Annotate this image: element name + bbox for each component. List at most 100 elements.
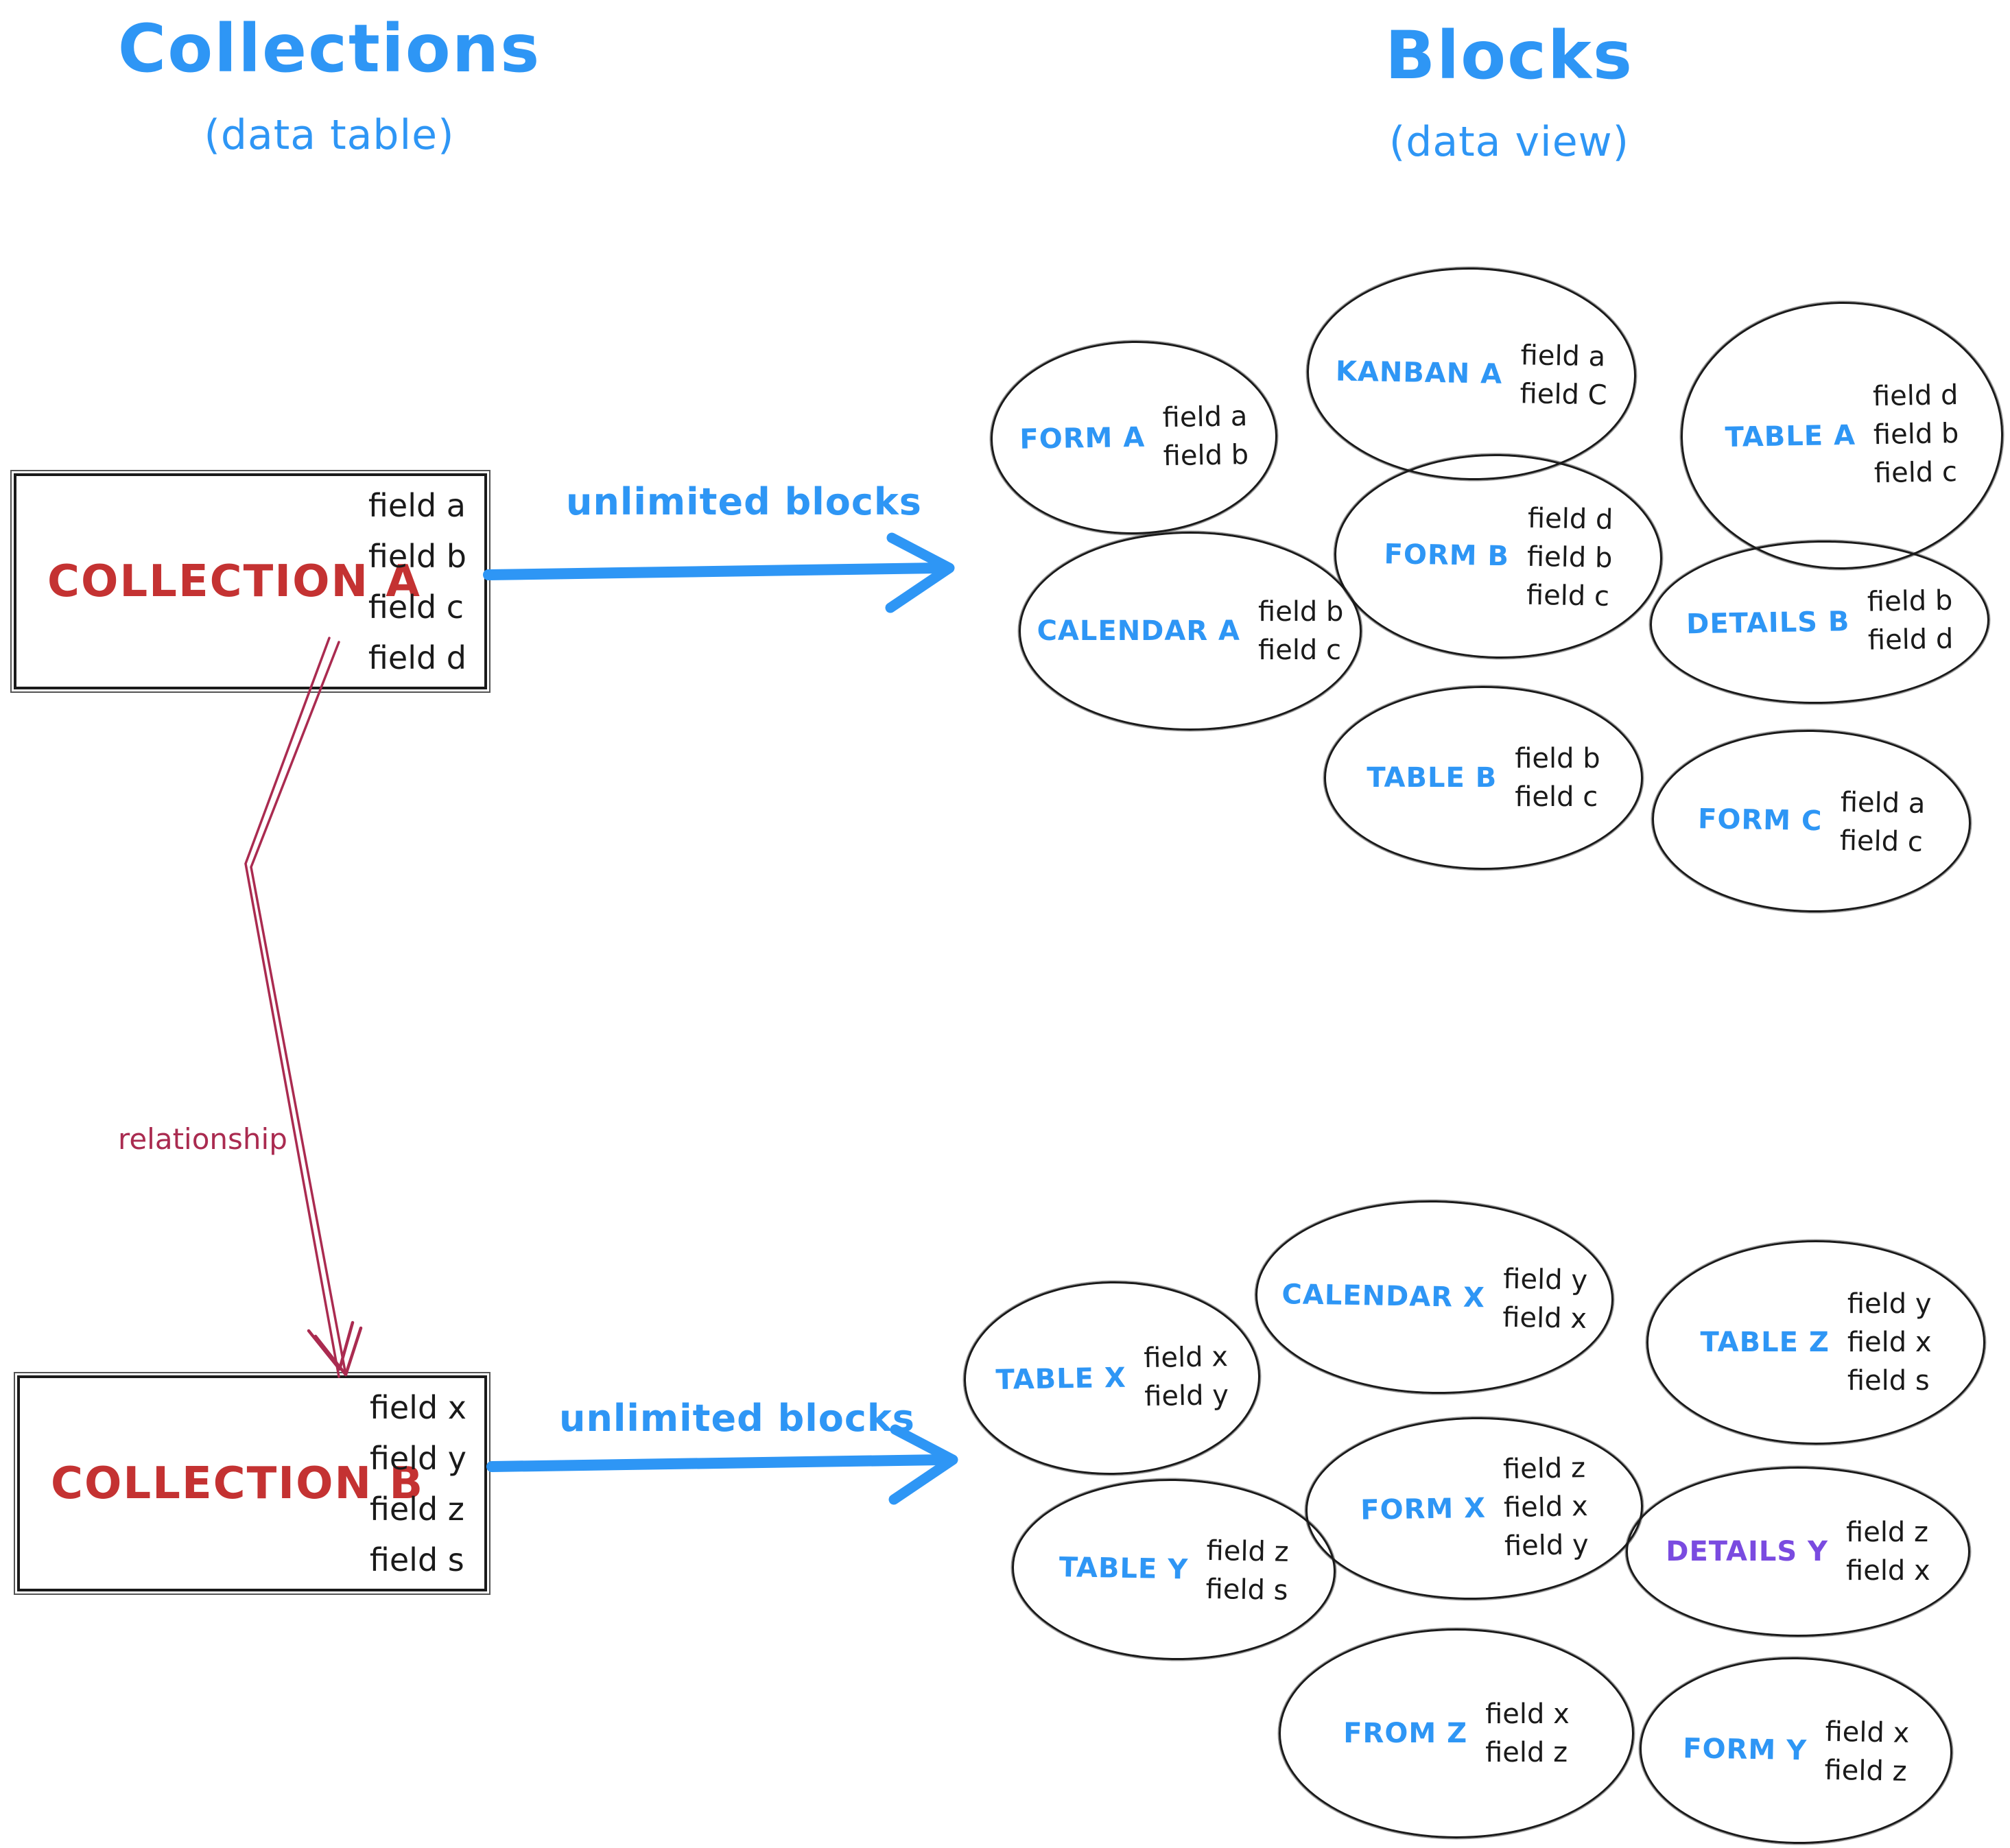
block-fields: field x field z (1824, 1716, 1909, 1788)
block-field: field b (1163, 439, 1249, 473)
block-fields: field y field x field s (1847, 1288, 1932, 1397)
block-form-c: FORM C field a field c (1650, 726, 1973, 916)
block-kanban-a: KANBAN A field a field C (1305, 264, 1638, 484)
block-field: field c (1515, 781, 1598, 813)
unlimited-blocks-label-b: unlimited blocks (559, 1397, 915, 1440)
block-table-x: TABLE X field x field y (962, 1279, 1262, 1478)
block-label: FORM B (1384, 538, 1510, 573)
block-label: FROM Z (1343, 1718, 1468, 1749)
block-field: field b (1873, 418, 1959, 451)
block-field: field b (1867, 584, 1953, 618)
collection-b-box: COLLECTION B field x field y field z fie… (14, 1372, 490, 1595)
block-field: field c (1526, 579, 1610, 613)
block-label: DETAILS Y (1666, 1536, 1829, 1567)
block-label: KANBAN A (1335, 355, 1503, 390)
block-fields: field b field c (1258, 596, 1343, 666)
block-fields: field a field b (1162, 401, 1249, 472)
block-fields: field a field C (1520, 340, 1608, 411)
unlimited-blocks-label-a: unlimited blocks (566, 480, 922, 523)
block-fields: field x field z (1485, 1698, 1570, 1768)
block-fields: field b field c (1515, 743, 1600, 813)
block-field: field c (1258, 635, 1342, 666)
block-field: field d (1872, 379, 1959, 413)
block-label: FORM C (1697, 803, 1823, 838)
block-table-z: TABLE Z field y field x field s (1646, 1240, 1985, 1445)
collection-a-name: COLLECTION A (47, 556, 421, 607)
block-fields: field b field d (1867, 585, 1954, 656)
block-field: field z (1206, 1535, 1290, 1568)
block-field: field z (1824, 1754, 1907, 1788)
block-fields: field x field y (1144, 1341, 1229, 1412)
block-field: field x (1825, 1716, 1910, 1749)
block-calendar-x: CALENDAR X field y field x (1253, 1197, 1616, 1397)
block-field: field c (1839, 825, 1924, 858)
block-field: field a (1162, 401, 1248, 434)
block-table-y: TABLE Y field z field s (1010, 1476, 1338, 1663)
collection-a-field: field b (368, 537, 466, 575)
block-fields: field d field b field c (1873, 379, 1960, 489)
block-field: field y (1847, 1288, 1932, 1320)
relationship-label: relationship (118, 1122, 287, 1156)
block-field: field z (1502, 1452, 1586, 1486)
block-label: TABLE X (995, 1362, 1127, 1396)
block-fields: field z field x (1846, 1517, 1930, 1587)
block-label: CALENDAR A (1037, 615, 1241, 647)
block-label: TABLE A (1725, 419, 1856, 453)
block-field: field a (1520, 340, 1606, 373)
block-fields: field d field b field c (1526, 503, 1613, 613)
block-field: field x (1847, 1327, 1932, 1358)
block-label: FORM Y (1682, 1733, 1808, 1767)
block-field: field y (1502, 1263, 1588, 1296)
unlimited-blocks-arrow-b-icon (486, 1424, 958, 1505)
block-field: field y (1144, 1379, 1229, 1413)
collection-a-field: field c (368, 588, 464, 626)
block-label: TABLE Z (1700, 1327, 1830, 1358)
collections-subtitle: (data table) (204, 111, 455, 159)
block-details-y: DETAILS Y field z field x (1626, 1467, 1970, 1637)
blocks-subtitle: (data view) (1388, 118, 1630, 166)
block-field: field c (1873, 456, 1958, 490)
block-label: FORM X (1360, 1492, 1487, 1526)
block-field: field d (1527, 502, 1613, 536)
block-table-a: TABLE A field d field b field c (1678, 298, 2006, 573)
block-label: FORM A (1019, 421, 1146, 455)
collection-b-field: field x (369, 1388, 466, 1426)
block-field: field x (1143, 1341, 1229, 1375)
block-label: CALENDAR X (1281, 1279, 1486, 1314)
collection-a-field: field d (368, 639, 466, 676)
block-label: DETAILS B (1686, 606, 1850, 641)
block-field: field a (1840, 786, 1926, 820)
collection-b-fields: field x field y field z field s (370, 1389, 466, 1578)
block-fields: field z field s (1205, 1535, 1289, 1607)
block-field: field d (1867, 623, 1954, 656)
block-field: field b (1515, 743, 1600, 774)
block-label: TABLE Y (1059, 1552, 1189, 1586)
block-field: field z (1846, 1517, 1929, 1548)
block-field: field C (1520, 378, 1607, 412)
block-field: field b (1526, 541, 1613, 574)
block-field: field x (1503, 1491, 1589, 1524)
block-fields: field y field x (1502, 1264, 1587, 1335)
block-label: TABLE B (1367, 762, 1498, 794)
blocks-title: Blocks (1385, 17, 1633, 94)
block-form-a: FORM A field a field b (989, 338, 1279, 537)
block-field: field x (1485, 1698, 1570, 1730)
block-calendar-a: CALENDAR A field b field c (1019, 532, 1362, 731)
block-from-z: FROM Z field x field z (1279, 1628, 1634, 1838)
block-field: field x (1846, 1555, 1930, 1587)
collection-a-field: field a (368, 486, 466, 524)
unlimited-blocks-arrow-a-icon (483, 532, 955, 613)
collection-b-field: field y (369, 1439, 466, 1477)
block-field: field b (1258, 596, 1344, 628)
collection-b-name: COLLECTION B (51, 1458, 425, 1509)
block-field: field s (1205, 1573, 1288, 1607)
block-fields: field z field x field y (1503, 1452, 1589, 1562)
collection-b-field: field z (369, 1490, 464, 1528)
block-details-b: DETAILS B field b field d (1648, 537, 1991, 707)
collection-a-box: COLLECTION A field a field b field c fie… (10, 470, 490, 693)
block-form-x: FORM X field z field x field y (1303, 1414, 1645, 1603)
block-field: field y (1504, 1529, 1589, 1563)
collection-a-fields: field a field b field c field d (368, 487, 466, 676)
block-form-y: FORM Y field x field z (1637, 1655, 1954, 1847)
